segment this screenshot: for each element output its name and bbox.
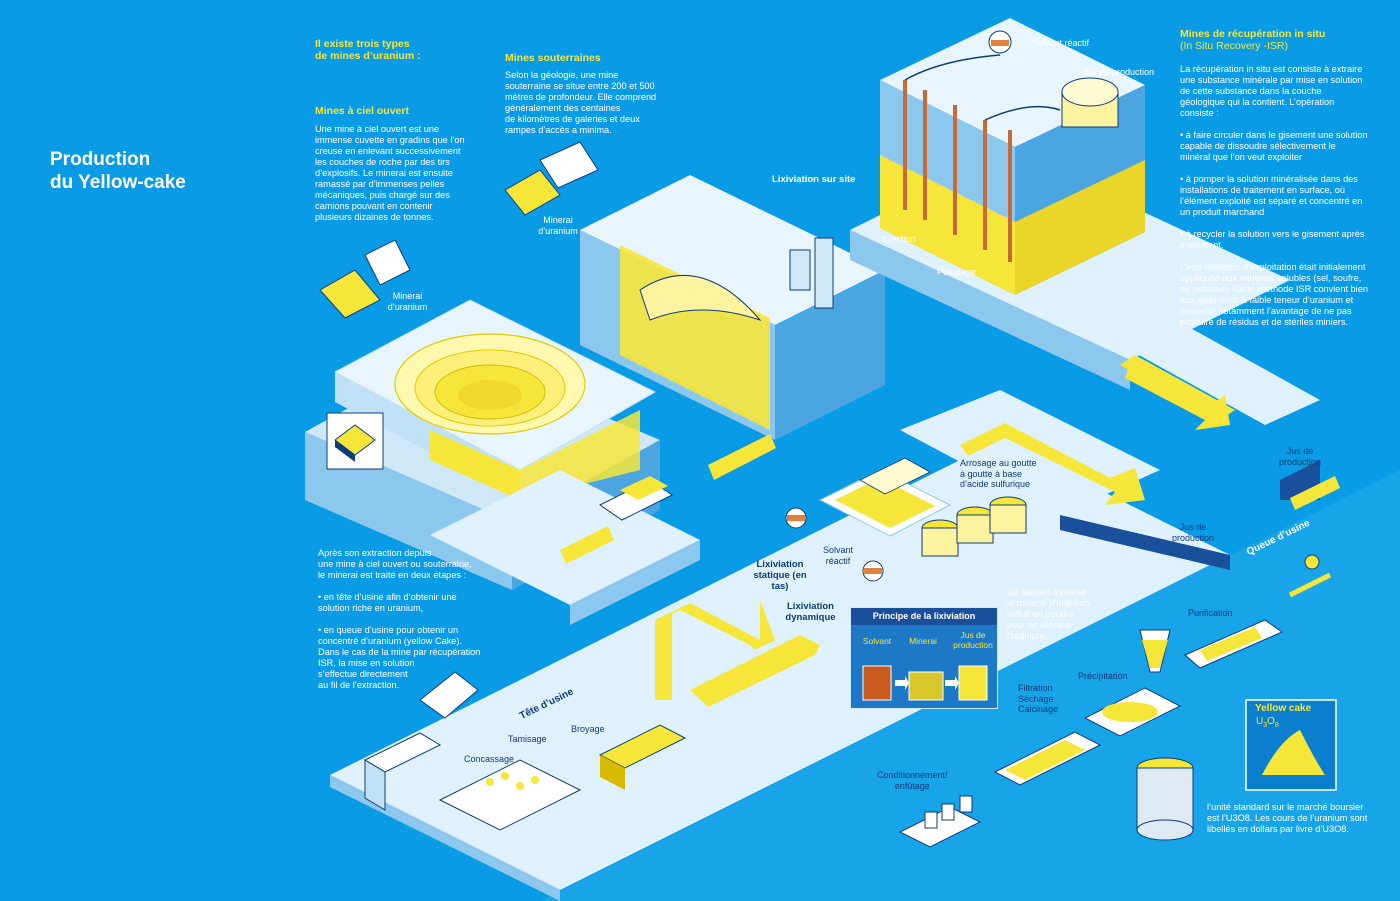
isr-juice-label: Jus de production <box>1083 67 1155 77</box>
underground-mine <box>580 175 885 440</box>
intro-heading: Il existe trois types de mines d’uranium… <box>315 38 421 62</box>
refining-line <box>898 554 1337 848</box>
isr-leach-label: Lixiviation sur site <box>772 174 856 185</box>
process-body: Après son extraction depuis une mine à c… <box>318 548 481 690</box>
principle-beakers <box>862 665 988 701</box>
heap-leach <box>785 457 1027 582</box>
static-leach-label: Lixiviation statique (en tas) <box>753 559 807 592</box>
precipitation-label: Précipitation <box>1078 671 1128 681</box>
isr-heading: Mines de récupération in situ <box>1180 28 1326 40</box>
principle-solvent: Solvant <box>862 636 892 646</box>
page-title: Production du Yellow-cake <box>50 148 186 194</box>
isr-body: La récupération in situ est consiste à e… <box>1180 64 1368 327</box>
spray-label: Arrosage au goutte à goutte à base d’aci… <box>960 458 1037 489</box>
principle-ore: Minerai <box>909 636 937 646</box>
packaging-label: Conditionnement/ enfûtage <box>877 770 948 791</box>
open-pit-body: Une mine à ciel ouvert est une immense c… <box>315 124 465 222</box>
open-pit-heading: Mines à ciel ouvert <box>315 105 409 117</box>
open-pit-ore-label: Minerai d’uranium <box>387 291 428 312</box>
formula-o: O <box>1267 716 1275 727</box>
isr-mine <box>850 18 1290 390</box>
purification-label: Purification <box>1188 608 1233 618</box>
juice-label-1: Jus de production <box>1278 446 1322 467</box>
isr-pumping-label: Pompage <box>937 267 976 277</box>
isr-solvent-label: Solvant réactif <box>1032 38 1090 48</box>
underground-heading: Mines souterraines <box>505 52 601 64</box>
isr-subheading: (In Situ Recovery -ISR) <box>1180 40 1288 52</box>
intro-line-2: de mines d’uranium : <box>315 50 421 62</box>
juice-label-2: Jus de production <box>1171 522 1215 543</box>
underground-body: Selon la géologie, une mine souterraine … <box>505 70 657 135</box>
yellowcake-formula: U3O8 <box>1256 716 1279 729</box>
intro-line-1: Il existe trois types <box>315 38 410 50</box>
dynamic-leach-label: Lixiviation dynamique <box>785 601 836 623</box>
grinding-label: Broyage <box>571 724 605 734</box>
isr-injection-label: Injection <box>882 234 916 244</box>
title-line-1: Production <box>50 149 151 170</box>
underground-ore-label: Minerai d’uranium <box>538 215 578 236</box>
solvent-description: Un solvant traverse le minerai d’uranium… <box>1007 587 1090 641</box>
ore-icons <box>319 141 673 521</box>
formula-3: 3 <box>1263 722 1268 729</box>
principle-juice: Jus de production <box>953 630 993 650</box>
filtration-label: Filtration Séchage Calcinage <box>1018 683 1059 714</box>
yellowcake-label: Yellow cake <box>1255 703 1312 714</box>
leaching-principle-panel: Principe de la lixiviation Solvant Miner… <box>850 607 998 709</box>
solvent-label: Solvant réactif <box>822 545 854 566</box>
crushing-label: Concassage <box>464 754 515 764</box>
crushing-line <box>363 671 687 831</box>
title-line-2: du Yellow-cake <box>50 172 186 193</box>
principle-heading: Principe de la lixiviation <box>851 608 997 625</box>
formula-8: 8 <box>1274 722 1279 729</box>
market-text: l’unité standard sur le marché boursier … <box>1207 802 1368 834</box>
screening-label: Tamisage <box>508 734 547 744</box>
formula-u: U <box>1256 716 1264 727</box>
